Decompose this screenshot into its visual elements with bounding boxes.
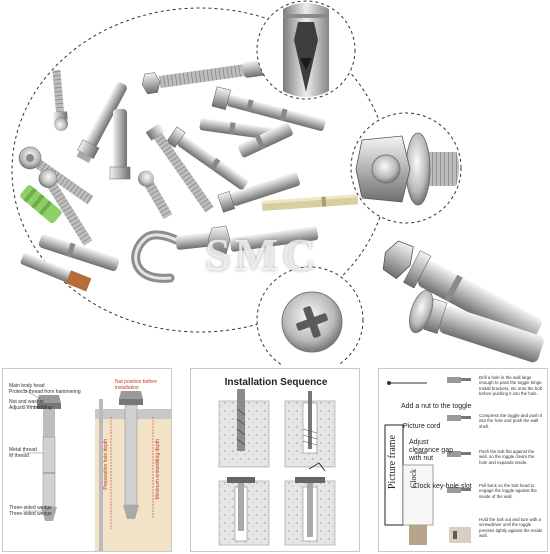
wedge-anchor-2 <box>18 146 94 205</box>
label-three-sided-wedge: Three-sided wedge <box>9 505 52 511</box>
sleeve-anchor-1 <box>76 82 127 163</box>
sleeve-anchor-2 <box>109 109 131 180</box>
sleeve-anchor-7 <box>217 172 300 213</box>
plastic-plug-green <box>20 185 62 224</box>
zoom-circle-slotted-sleeve <box>256 0 356 100</box>
sleeve-anchor-3 <box>211 86 326 132</box>
label-min-embedding: Minimum embedding depth <box>155 439 161 500</box>
label-adjusts-embedding: Adjusts embedding <box>9 405 52 411</box>
drop-in-anchor-brass <box>261 194 359 211</box>
sleeve-anchor-5 <box>166 126 248 190</box>
watermark-text: SMC <box>205 229 320 280</box>
anchor-bolts-photo-collage <box>11 0 544 365</box>
label-nut-position: Nut position before installation <box>115 379 157 391</box>
label-protects-thread: Protects thread from hammering <box>9 389 81 395</box>
wedge-anchor-3 <box>145 123 214 213</box>
zoom-circle-phillips-head <box>256 266 364 365</box>
installation-steps-diagram <box>218 389 336 546</box>
hook-bolt <box>131 225 319 283</box>
label-adjust-gap: Adjust clearance gap with nut <box>409 439 453 462</box>
panel-anchor-anatomy: Main body head Protects thread from hamm… <box>2 368 172 552</box>
step-note-2: Compress the toggle and push it into the… <box>479 413 543 429</box>
step-note-4: Pull back on the bolt head to engage the… <box>479 483 537 499</box>
label-key-hole-slot: Clock key-hole slot <box>413 483 472 490</box>
panel-toggle-bolt-instructions: Add a nut to the toggle Picture cord Adj… <box>378 368 548 552</box>
sleeve-anchor-9 <box>20 253 92 292</box>
label-m-thread: M thread <box>9 453 29 459</box>
sleeve-anchor-8 <box>38 234 120 271</box>
step-note-5: Hold the bolt out and turn with a screwd… <box>479 517 543 539</box>
step-3-insert <box>218 477 270 546</box>
wedge-anchor-4 <box>138 170 173 220</box>
step-1-drill <box>218 389 270 468</box>
step-2-clean <box>284 391 336 468</box>
toggle-bolt-diagram <box>384 377 471 545</box>
wedge-anchor-5 <box>38 169 93 246</box>
label-hole-depth: Preparation hole depth <box>103 439 109 490</box>
wedge-anchor-1 <box>52 69 69 131</box>
picture-frame-text: Picture frame <box>387 435 398 490</box>
panel-installation-sequence: Installation Sequence <box>190 368 360 552</box>
zoom-circle-hex-nut <box>350 112 462 224</box>
step-note-3: Push the bolt flat against the wall, so … <box>479 449 535 465</box>
bolt-left <box>37 395 61 521</box>
label-metal-thread: Metal thread <box>9 447 37 453</box>
label-picture-cord: Picture cord <box>403 423 441 430</box>
label-add-nut: Add a nut to the toggle <box>401 403 472 410</box>
step-icons <box>409 377 471 545</box>
anchor-anatomy-diagram <box>22 388 171 551</box>
step-4-tighten <box>284 462 336 546</box>
sleeve-anchor-large-2 <box>409 290 544 363</box>
sleeve-anchor-6 <box>238 122 293 158</box>
bolt-installed <box>119 391 143 519</box>
step-note-1: Drill a hole in the wall large enough to… <box>479 375 543 397</box>
label-nut-washer: Nut and washer <box>9 399 45 405</box>
installation-sequence-title: Installation Sequence <box>224 377 328 388</box>
label-three-sided-wedge-2: Three-sided wedge <box>9 511 52 517</box>
sleeve-anchor-large-1 <box>382 240 542 344</box>
clock-text: Clock <box>409 469 418 489</box>
label-main-body-head: Main body head <box>9 383 45 389</box>
